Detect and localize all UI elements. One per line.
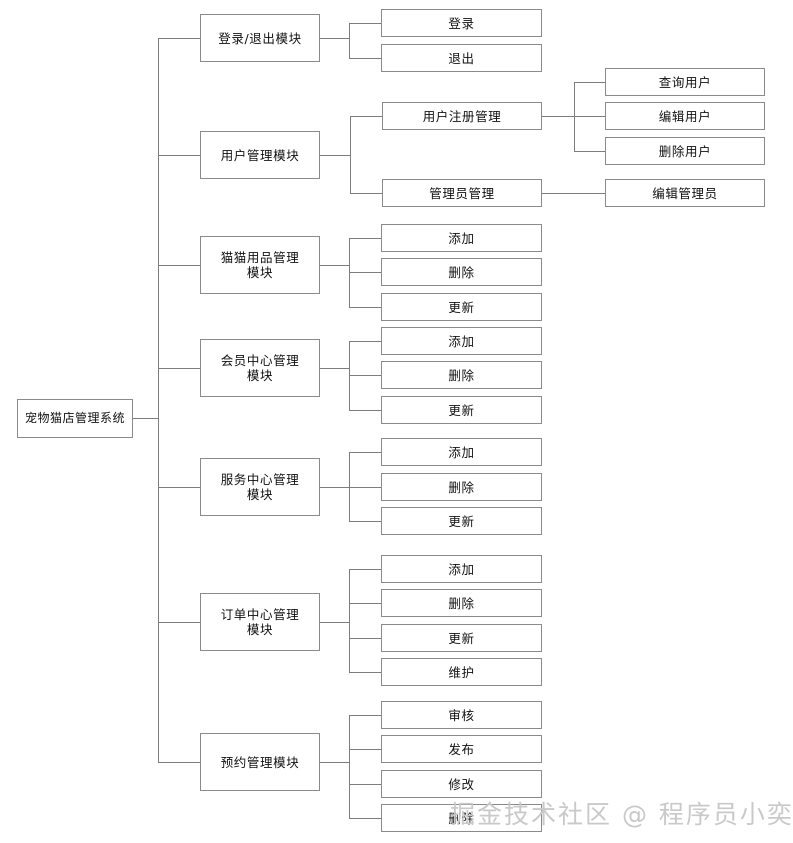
connector-m6-to-c3	[349, 818, 381, 819]
node-appointment-review[interactable]: 审核	[381, 701, 542, 729]
node-query-user[interactable]: 查询用户	[605, 68, 765, 96]
connector-m1c0-to-g2	[574, 151, 605, 152]
connector-m5-out	[320, 622, 349, 623]
connector-m1c1-to-g0	[542, 193, 605, 194]
node-cat-supplies-update[interactable]: 更新	[381, 293, 542, 321]
node-member-delete[interactable]: 删除	[381, 361, 542, 389]
node-service-delete[interactable]: 删除	[381, 473, 542, 501]
connector-m6-to-c1	[349, 749, 381, 750]
connector-m1-to-c1	[350, 193, 382, 194]
node-appointment-management-module[interactable]: 预约管理模块	[200, 733, 320, 791]
connector-root-stub	[133, 418, 158, 419]
node-member-center-management-module[interactable]: 会员中心管理 模块	[200, 339, 320, 397]
connector-m6-out	[320, 762, 349, 763]
connector-m0-bus	[349, 23, 350, 59]
connector-m4-out	[320, 487, 349, 488]
node-appointment-modify[interactable]: 修改	[381, 770, 542, 798]
node-user-registration-management[interactable]: 用户注册管理	[382, 102, 542, 130]
node-order-maintain[interactable]: 维护	[381, 658, 542, 686]
connector-m3-to-c2	[349, 410, 381, 411]
node-order-delete[interactable]: 删除	[381, 589, 542, 617]
connector-m5-bus	[349, 569, 350, 672]
connector-m0-to-c0	[349, 23, 381, 24]
connector-m6-bus	[349, 715, 350, 818]
connector-m4-to-c0	[349, 452, 381, 453]
connector-m5-to-c3	[349, 672, 381, 673]
node-root[interactable]: 宠物猫店管理系统	[17, 399, 133, 438]
connector-m1-to-c0	[350, 116, 382, 117]
connector-m5-to-c1	[349, 603, 381, 604]
connector-m2-to-c0	[349, 238, 381, 239]
connector-trunk-to-m0	[158, 38, 200, 39]
connector-m3-to-c0	[349, 341, 381, 342]
connector-m4-to-c2	[349, 521, 381, 522]
node-login-logout-module[interactable]: 登录/退出模块	[200, 14, 320, 62]
node-service-center-management-module[interactable]: 服务中心管理 模块	[200, 458, 320, 516]
connector-trunk-to-m1	[158, 155, 200, 156]
node-appointment-delete[interactable]: 删除	[381, 804, 542, 832]
node-member-update[interactable]: 更新	[381, 396, 542, 424]
connector-m1c0-to-g1	[574, 116, 605, 117]
connector-trunk-to-m6	[158, 762, 200, 763]
connector-trunk-to-m5	[158, 622, 200, 623]
node-service-update[interactable]: 更新	[381, 507, 542, 535]
connector-m5-to-c0	[349, 569, 381, 570]
node-appointment-publish[interactable]: 发布	[381, 735, 542, 763]
connector-m1c0-out	[542, 116, 574, 117]
connector-m3-out	[320, 368, 349, 369]
node-service-add[interactable]: 添加	[381, 438, 542, 466]
connector-m2-to-c1	[349, 272, 381, 273]
node-cat-supplies-delete[interactable]: 删除	[381, 258, 542, 286]
connector-trunk-to-m4	[158, 487, 200, 488]
connector-m0-out	[320, 38, 349, 39]
connector-m1c0-to-g0	[574, 82, 605, 83]
node-logout[interactable]: 退出	[381, 44, 542, 72]
node-order-update[interactable]: 更新	[381, 624, 542, 652]
connector-m1-bus	[350, 116, 351, 193]
connector-m2-out	[320, 265, 349, 266]
node-user-management-module[interactable]: 用户管理模块	[200, 131, 320, 179]
connector-m2-to-c2	[349, 307, 381, 308]
connector-m4-to-c1	[349, 487, 381, 488]
node-member-add[interactable]: 添加	[381, 327, 542, 355]
node-edit-admin[interactable]: 编辑管理员	[605, 179, 765, 207]
node-delete-user[interactable]: 删除用户	[605, 137, 765, 165]
connector-m6-to-c2	[349, 784, 381, 785]
connector-m4-bus	[349, 452, 350, 521]
connector-trunk-to-m2	[158, 265, 200, 266]
connector-m3-to-c1	[349, 375, 381, 376]
connector-m0-to-c1	[349, 58, 381, 59]
node-admin-management[interactable]: 管理员管理	[382, 179, 542, 207]
node-cat-supplies-management-module[interactable]: 猫猫用品管理 模块	[200, 236, 320, 294]
node-order-add[interactable]: 添加	[381, 555, 542, 583]
node-login[interactable]: 登录	[381, 9, 542, 37]
connector-m1-out	[320, 155, 350, 156]
node-edit-user[interactable]: 编辑用户	[605, 102, 765, 130]
connector-trunk	[158, 38, 159, 762]
connector-trunk-to-m3	[158, 368, 200, 369]
connector-m5-to-c2	[349, 638, 381, 639]
node-order-center-management-module[interactable]: 订单中心管理 模块	[200, 593, 320, 651]
connector-m6-to-c0	[349, 715, 381, 716]
node-cat-supplies-add[interactable]: 添加	[381, 224, 542, 252]
